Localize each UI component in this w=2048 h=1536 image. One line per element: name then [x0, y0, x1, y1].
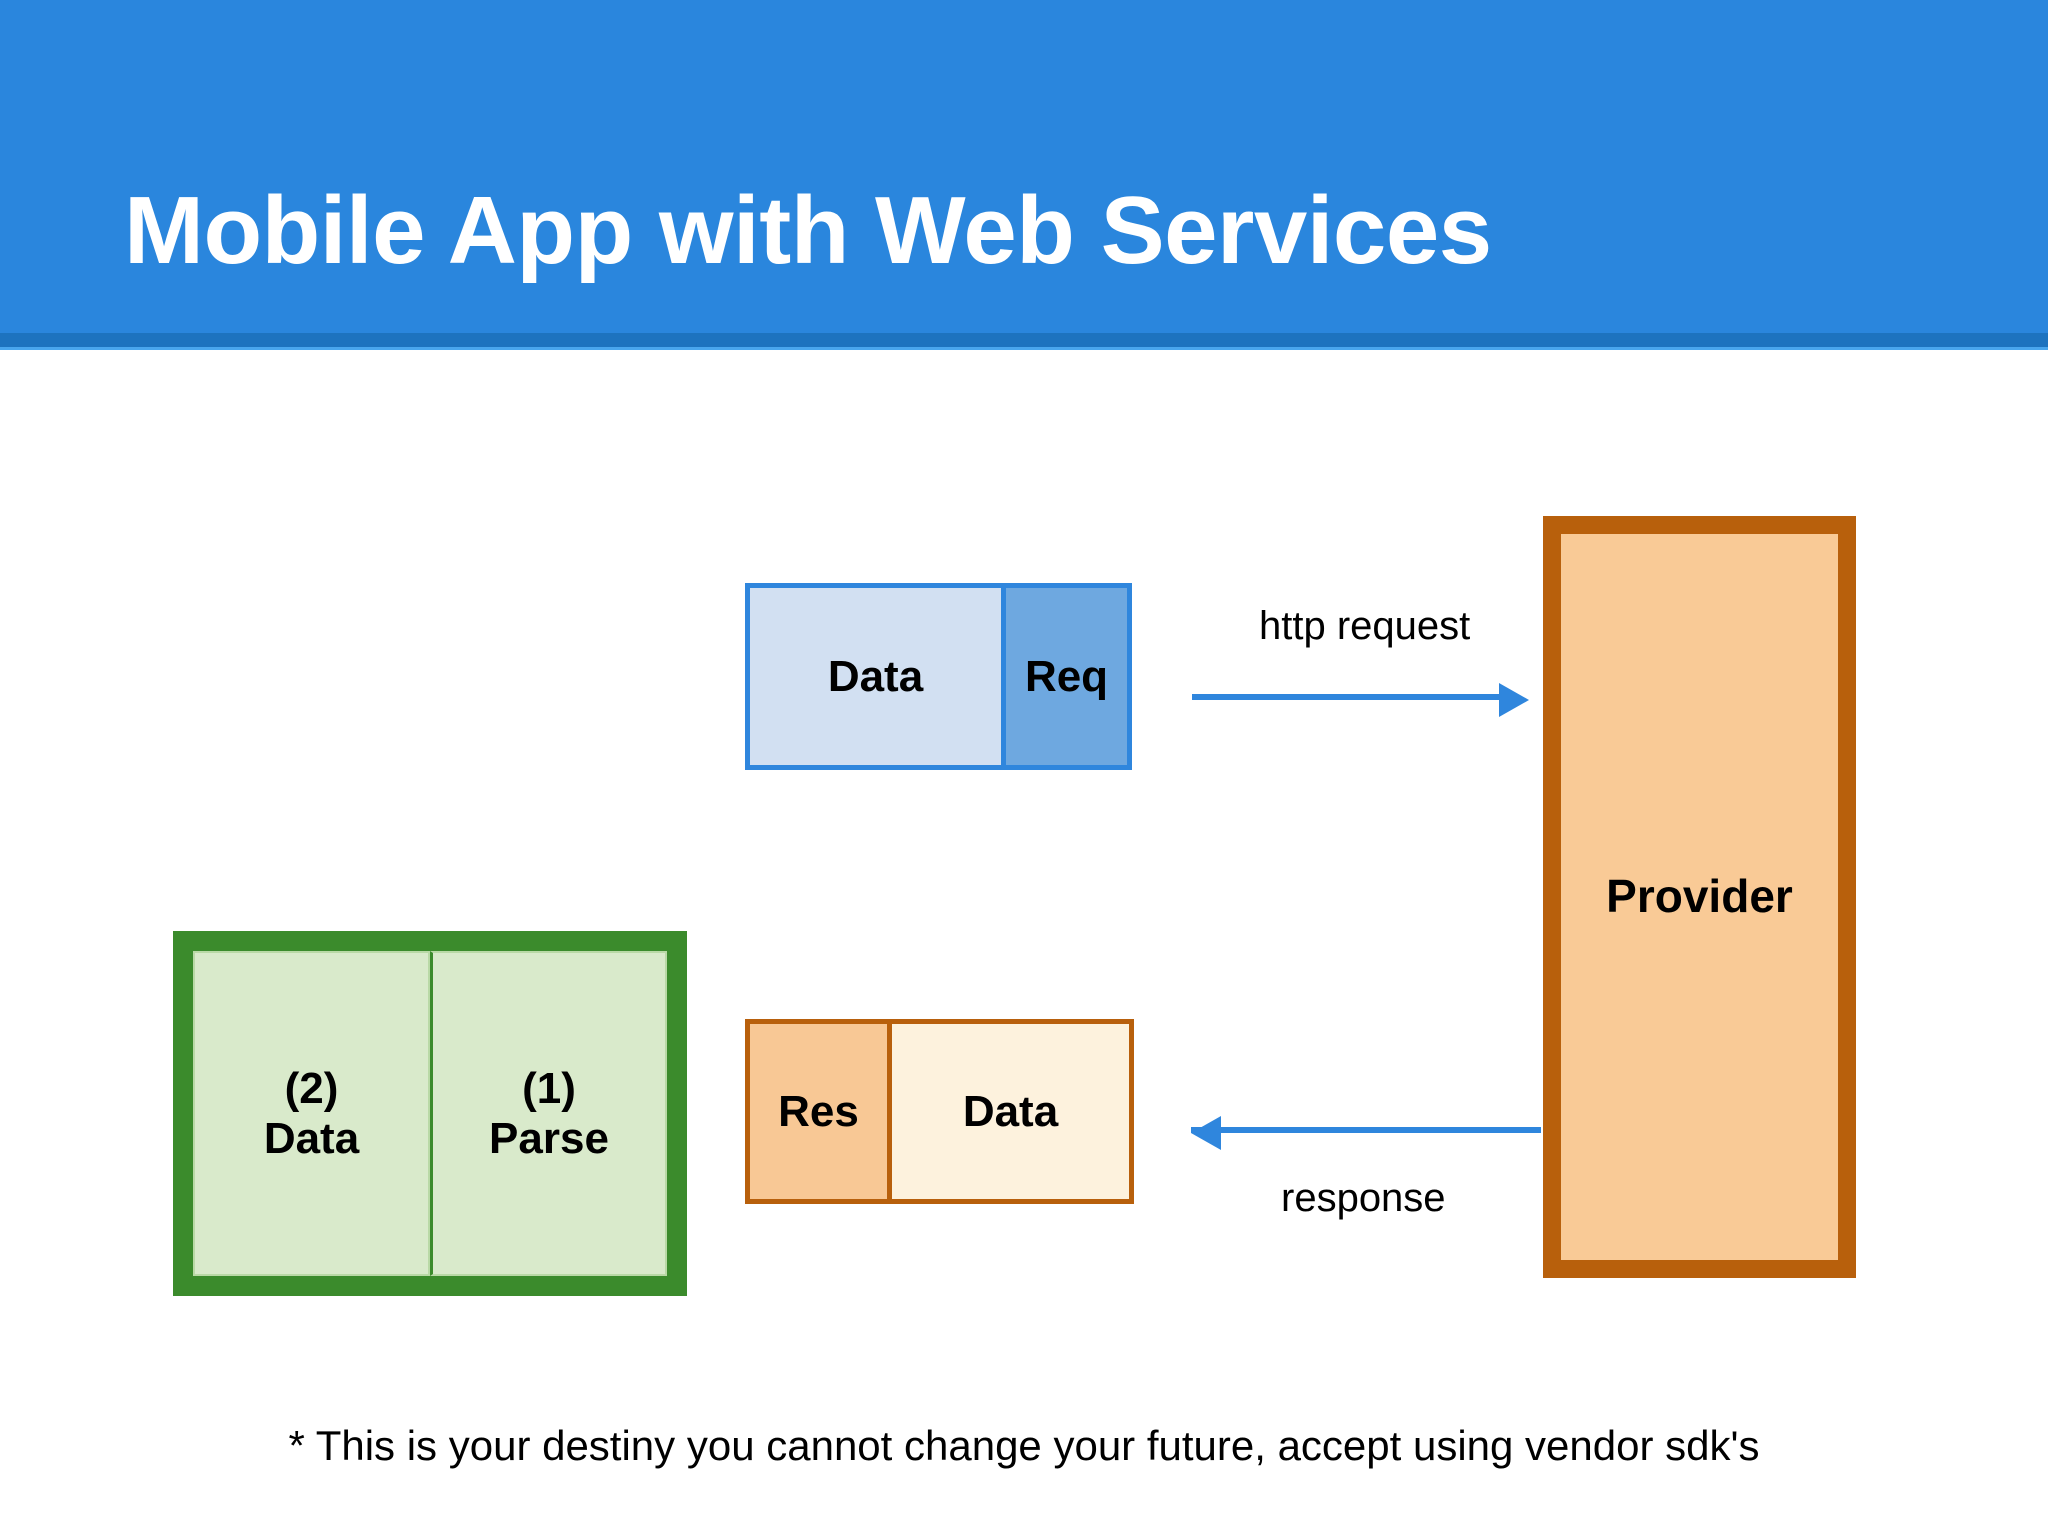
footnote-text: * This is your destiny you cannot change… [288, 1422, 1760, 1469]
response-arrow-head-icon [1191, 1116, 1221, 1150]
http-request-arrow-line [1192, 694, 1502, 700]
mobile-app-data-label: (2) Data [263, 1064, 360, 1163]
response-arrow-line [1191, 1127, 1541, 1133]
http-request-arrow-label: http request [1259, 604, 1471, 648]
header-underline-dark [0, 333, 2048, 347]
request-packet-req-cell: Req [1001, 588, 1127, 765]
mobile-app-container: (2) Data (1) Parse [173, 931, 687, 1296]
mobile-app-parse-cell: (1) Parse [430, 951, 667, 1276]
provider-label: Provider [1606, 870, 1793, 923]
page-title: Mobile App with Web Services [124, 177, 1492, 284]
response-packet-res-label: Res [778, 1086, 859, 1136]
http-response-packet: Res Data [745, 1019, 1134, 1204]
header-band [0, 0, 2048, 333]
response-packet-data-label: Data [962, 1086, 1059, 1136]
request-packet-data-label: Data [827, 651, 924, 701]
request-packet-req-label: Req [1024, 651, 1109, 701]
http-request-arrow-head-icon [1499, 683, 1529, 717]
response-arrow-label: response [1281, 1176, 1446, 1220]
mobile-app-parse-label: (1) Parse [489, 1064, 609, 1163]
request-packet-data-cell: Data [750, 588, 1001, 765]
header-underline-light [0, 347, 2048, 350]
provider-node: Provider [1543, 516, 1856, 1278]
mobile-app-data-cell: (2) Data [193, 951, 430, 1276]
response-packet-data-cell: Data [887, 1024, 1129, 1199]
response-packet-res-cell: Res [750, 1024, 887, 1199]
http-request-packet: Data Req [745, 583, 1132, 770]
